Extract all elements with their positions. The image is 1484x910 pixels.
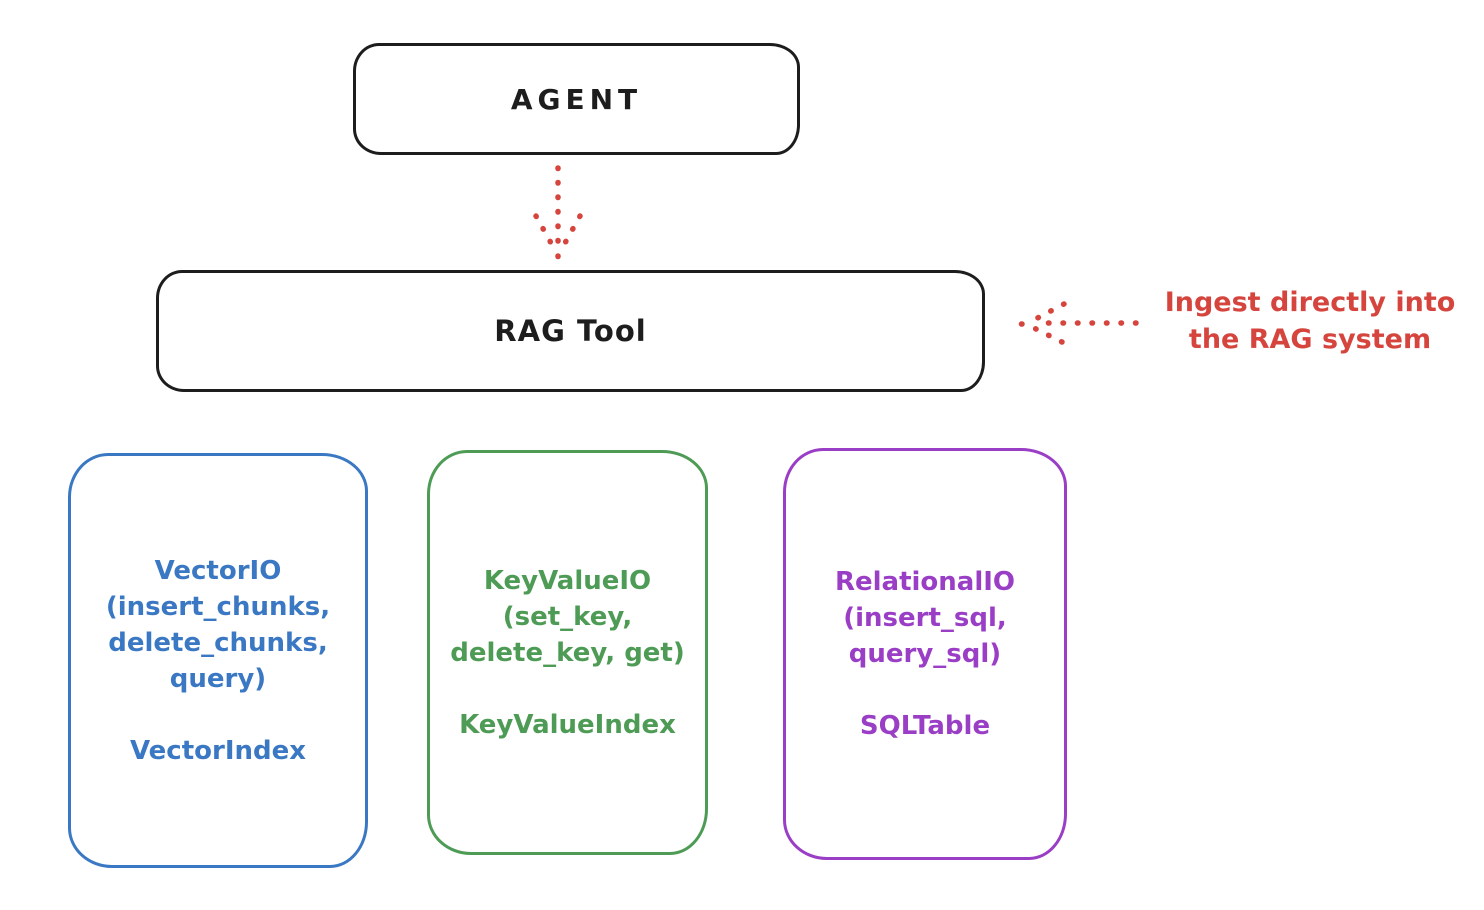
ingest-annotation-line2: the RAG system <box>1188 324 1432 355</box>
key-value-io-line: delete_key, get) <box>450 637 685 668</box>
relational-io-node: RelationalIO (insert_sql, query_sql) SQL… <box>783 448 1067 860</box>
vector-io-line: (insert_chunks, <box>105 591 331 622</box>
relational-io-line: RelationalIO <box>834 567 1016 597</box>
key-value-io-line: KeyValueIO <box>483 565 652 596</box>
key-value-index-label: KeyValueIndex <box>459 709 676 740</box>
sql-table-label: SQLTable <box>859 711 991 741</box>
ingest-annotation: Ingest directly into the RAG system <box>1138 284 1482 358</box>
relational-io-line: query_sql) <box>848 639 1002 669</box>
arrow-annotation-to-rag-icon <box>1018 301 1139 345</box>
vector-io-line: VectorIO <box>154 555 282 586</box>
agent-node: AGENT <box>353 43 800 155</box>
rag-tool-node: RAG Tool <box>156 270 985 392</box>
vector-index-label: VectorIndex <box>129 735 307 766</box>
arrow-agent-to-rag-icon <box>533 165 583 260</box>
vector-io-line: query) <box>169 663 267 694</box>
vector-io-line: delete_chunks, <box>108 627 328 658</box>
vector-io-node: VectorIO (insert_chunks, delete_chunks, … <box>68 453 368 868</box>
key-value-io-node: KeyValueIO (set_key, delete_key, get) Ke… <box>427 450 708 855</box>
key-value-io-line: (set_key, <box>502 601 633 632</box>
rag-tool-label: RAG Tool <box>494 314 647 348</box>
agent-label: AGENT <box>510 82 643 116</box>
ingest-annotation-line1: Ingest directly into <box>1164 287 1456 318</box>
relational-io-line: (insert_sql, <box>843 603 1007 633</box>
